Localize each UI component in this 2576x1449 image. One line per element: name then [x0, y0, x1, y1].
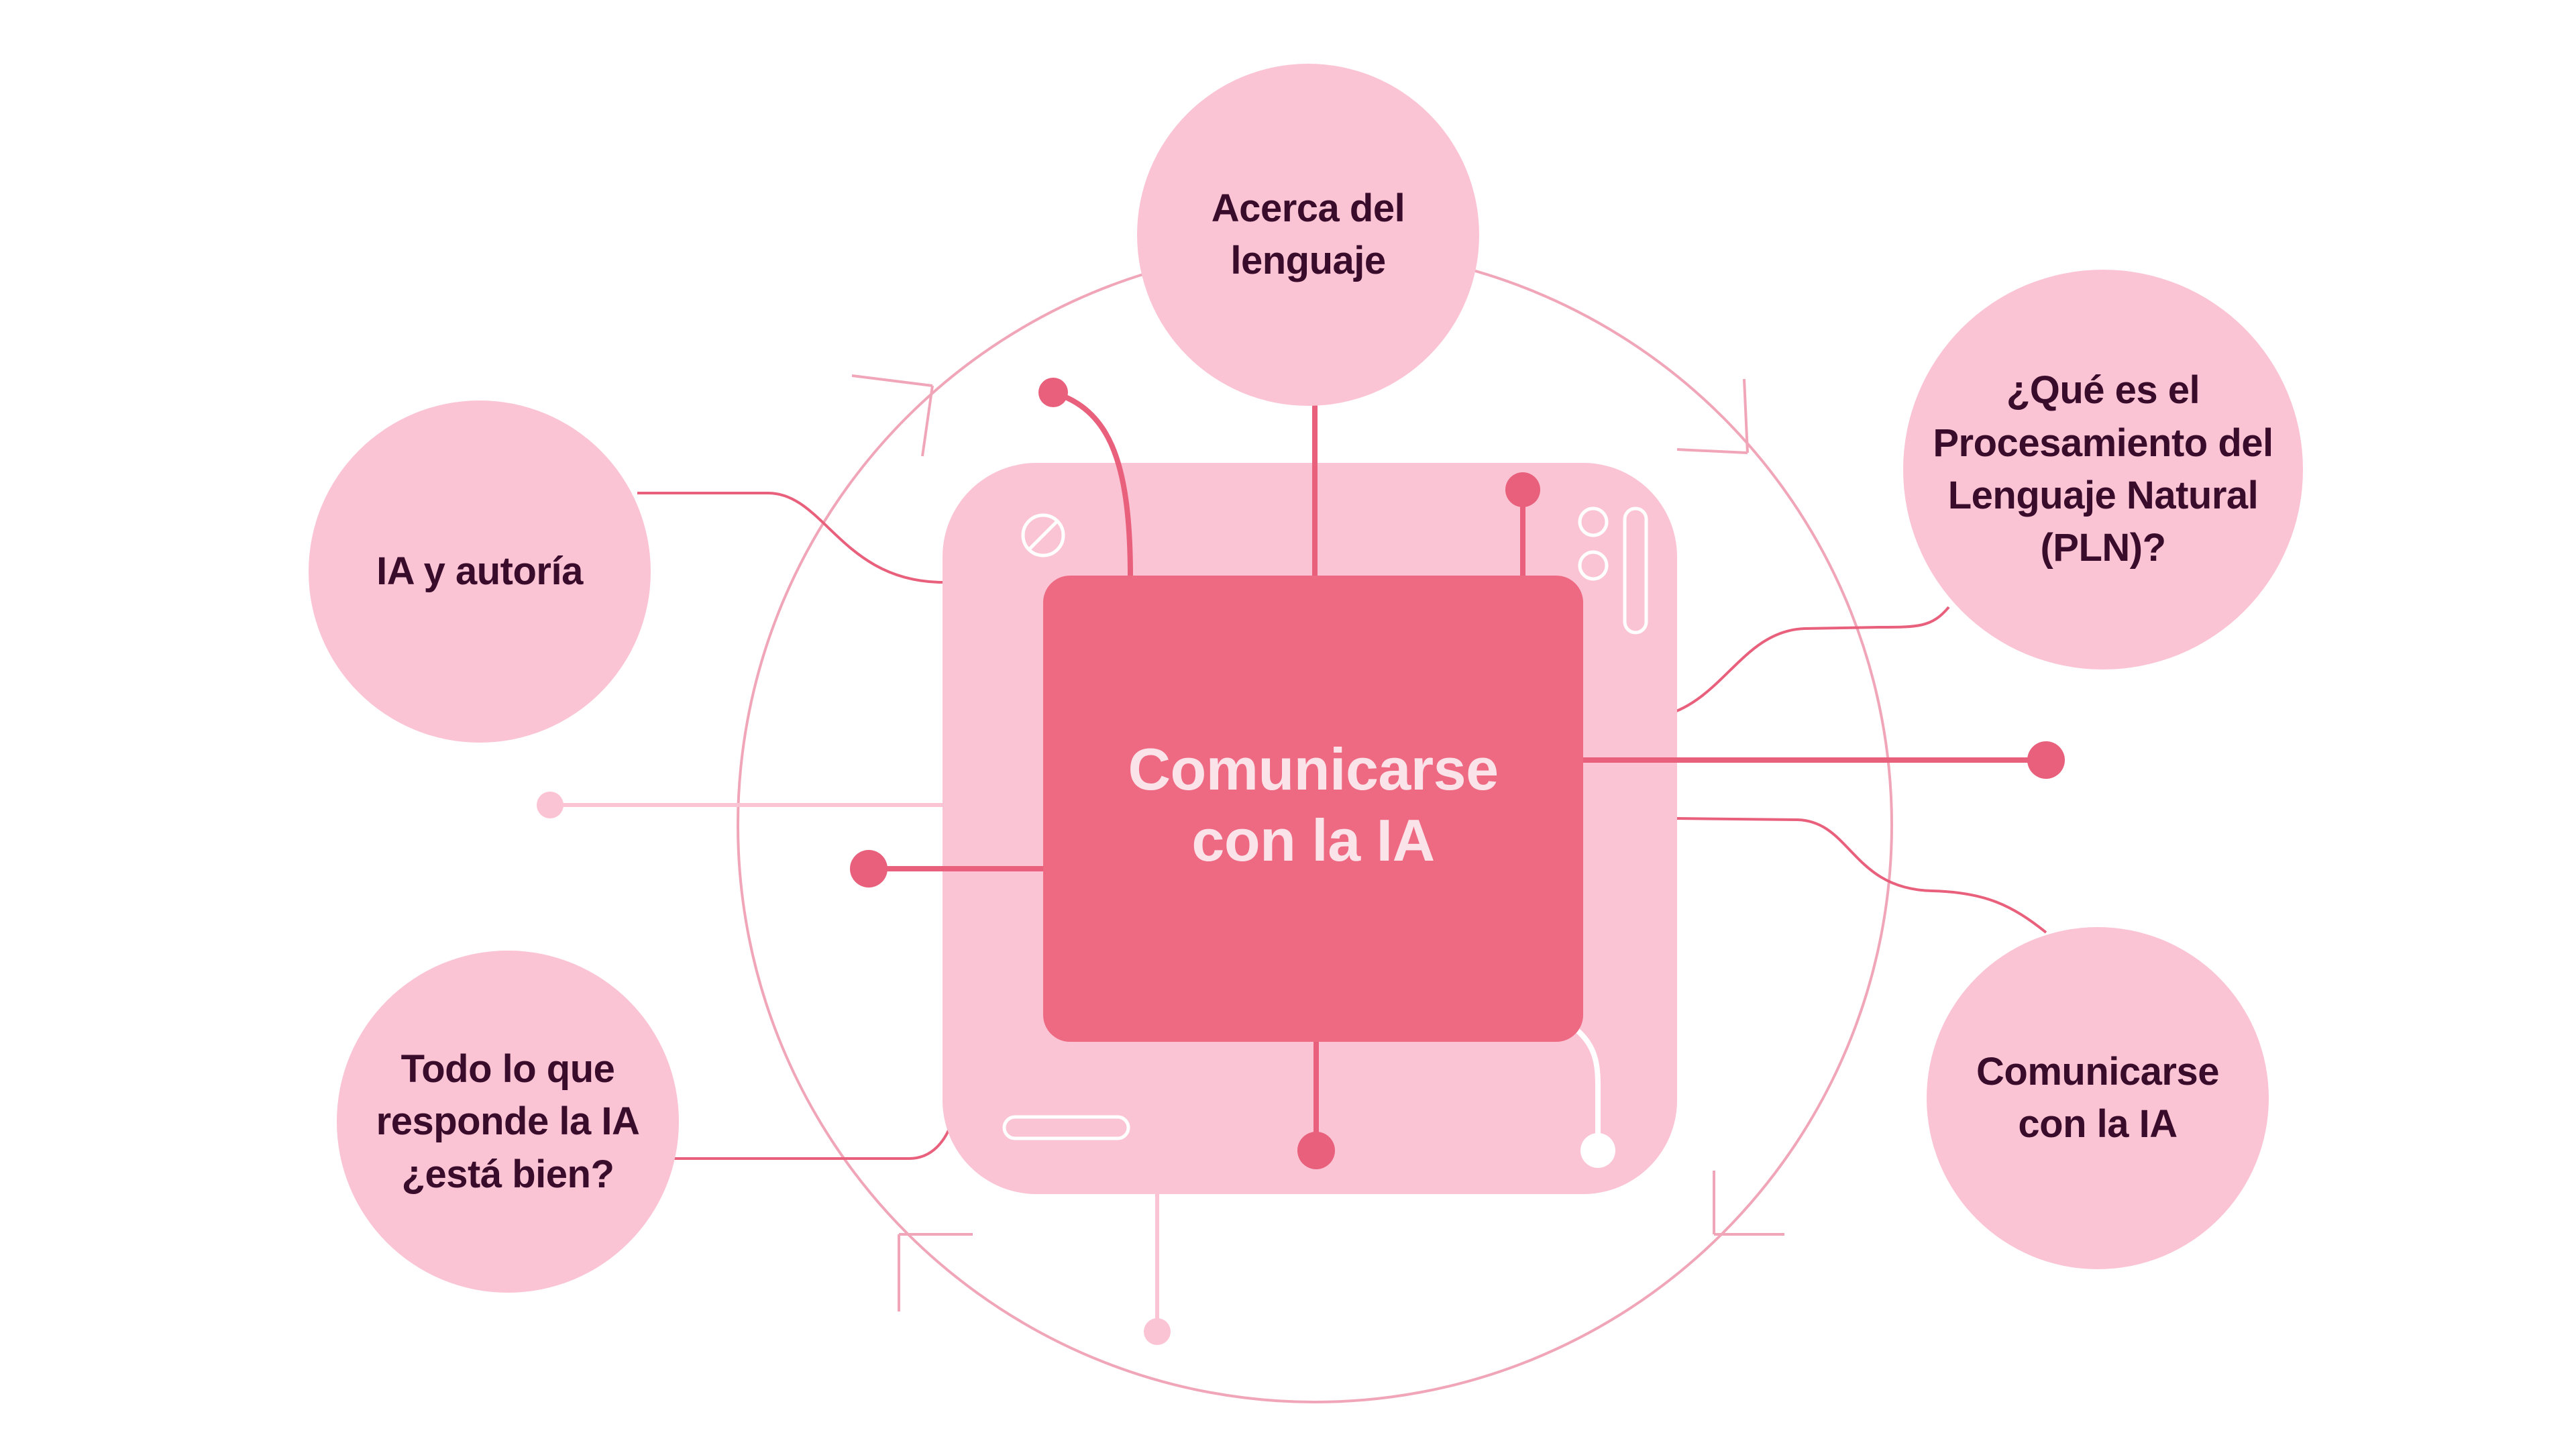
- pin-top-right-dot: [1505, 472, 1540, 507]
- node-acerca-circle[interactable]: [1137, 64, 1479, 406]
- ring-arrow-top-left: [851, 374, 934, 457]
- node-pln-circle[interactable]: [1903, 270, 2303, 669]
- pin-bottom-right: [1574, 1027, 1601, 1150]
- center-title: Comunicarse con la IA: [1128, 736, 1499, 873]
- chip-core: [1043, 576, 1583, 1042]
- slider-track-icon: [1623, 506, 1648, 635]
- connector-autoria: [637, 492, 947, 584]
- pin-bottom-dot: [1297, 1132, 1335, 1169]
- ring-arrow-bottom-left: [898, 1233, 973, 1311]
- node-comunicarse-label: Comunicarse con la IA: [1976, 1049, 2219, 1146]
- toggle-circles-icon: [1578, 506, 1609, 581]
- node-comunicarse-circle[interactable]: [1927, 927, 2269, 1269]
- node-todo-circle[interactable]: [337, 951, 679, 1293]
- ring-arrow-bottom-right: [1713, 1171, 1784, 1236]
- node-autoria-label: IA y autoría: [376, 549, 583, 594]
- pin-left-dot: [850, 850, 888, 888]
- node-acerca-label: Acerca del lenguaje: [1211, 186, 1405, 282]
- pin-top-left: [1052, 390, 1133, 578]
- connector-todo: [664, 1120, 954, 1160]
- pill-bar-icon: [1002, 1115, 1130, 1140]
- light-dot-bottom: [1144, 1318, 1171, 1345]
- prohibited-icon: [1021, 513, 1065, 557]
- node-autoria-circle[interactable]: [309, 400, 651, 743]
- node-todo-label: Todo lo que responde la IA ¿está bien?: [376, 1047, 640, 1196]
- connector-pln: [1666, 606, 1950, 716]
- ring-arrow-top-right: [1676, 378, 1749, 454]
- light-dot-left: [537, 792, 564, 818]
- pin-bottom-right-dot: [1580, 1133, 1615, 1168]
- node-pln-label: ¿Qué es el Procesamiento del Lenguaje Na…: [1933, 368, 2273, 570]
- pin-top-left-dot: [1038, 378, 1068, 407]
- connector-comunicarse: [1676, 817, 2047, 934]
- pin-right-dot: [2027, 741, 2065, 779]
